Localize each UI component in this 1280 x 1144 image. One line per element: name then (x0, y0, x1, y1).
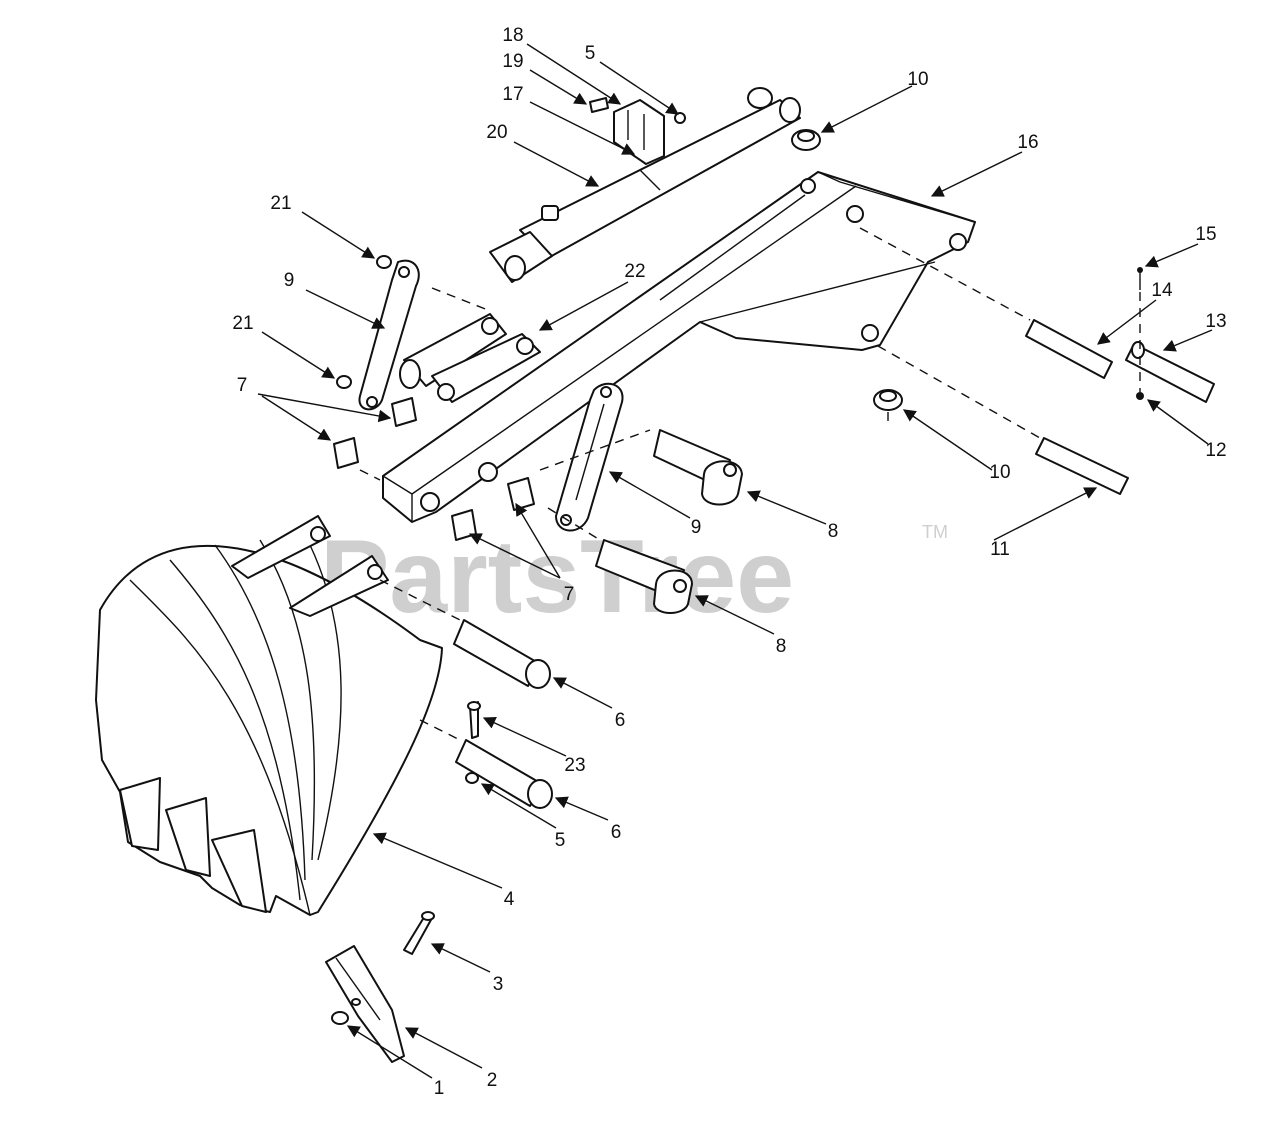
callout-label-7: 7 (237, 375, 248, 396)
callout-label-6: 6 (615, 710, 626, 731)
callout-label-9: 9 (691, 517, 702, 538)
callout-label-9: 9 (284, 270, 295, 291)
leader-lines (257, 43, 1213, 1079)
callout-label-12: 12 (1205, 440, 1226, 461)
bucket (95, 515, 443, 916)
callout-label-8: 8 (776, 636, 787, 657)
pins-8 (595, 429, 743, 614)
callout-label-2: 2 (487, 1070, 498, 1091)
pins-6 (453, 619, 553, 809)
callout-label-5: 5 (555, 830, 566, 851)
callout-label-23: 23 (564, 755, 585, 776)
callout-label-14: 14 (1151, 280, 1173, 301)
callout-label-11: 11 (990, 539, 1010, 560)
callout-label-7: 7 (564, 584, 575, 605)
cross-link (399, 313, 541, 403)
washer-21b (336, 375, 352, 389)
bushings (333, 397, 535, 541)
link-lower (555, 382, 624, 532)
callout-label-22: 22 (624, 261, 645, 282)
callout-label-8: 8 (828, 521, 839, 542)
center-lines (359, 227, 1041, 741)
callout-label-13: 13 (1205, 311, 1226, 332)
callout-label-4: 4 (504, 889, 515, 910)
callout-label-21: 21 (232, 313, 253, 334)
boom-arm (382, 171, 976, 523)
callout-label-20: 20 (486, 122, 507, 143)
callout-label-6: 6 (611, 822, 622, 843)
callout-label-17: 17 (502, 84, 523, 105)
callout-label-16: 16 (1017, 132, 1038, 153)
callout-label-10: 10 (907, 69, 928, 90)
hydraulic-cylinder (489, 87, 801, 283)
pins-right (1025, 267, 1215, 495)
callout-label-21: 21 (270, 193, 291, 214)
callout-label-18: 18 (502, 25, 523, 46)
link-upper (358, 259, 420, 411)
watermark-trademark: TM (922, 522, 948, 542)
callout-label-19: 19 (502, 51, 523, 72)
callout-label-15: 15 (1195, 224, 1216, 245)
nuts-10 (791, 129, 903, 411)
callout-label-3: 3 (493, 974, 504, 995)
tooth-assembly (325, 911, 435, 1063)
washer-21a (376, 255, 392, 269)
callout-label-5: 5 (585, 43, 596, 64)
callout-label-1: 1 (434, 1078, 445, 1099)
callout-label-10: 10 (989, 462, 1010, 483)
